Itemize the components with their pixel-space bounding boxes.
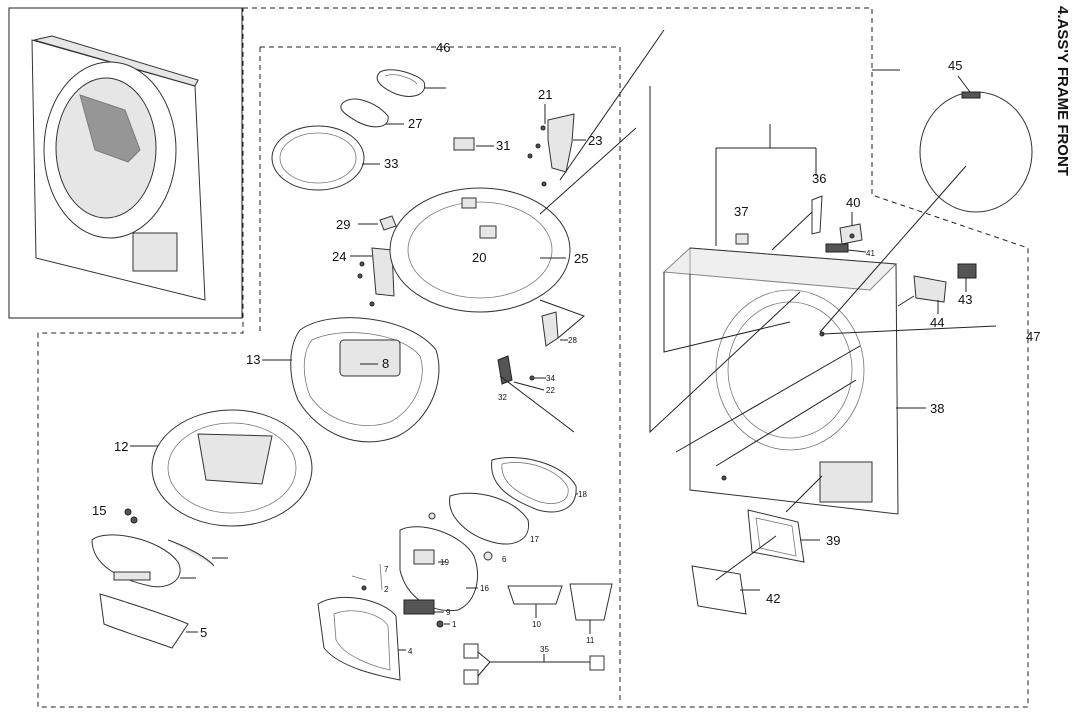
part-small-bumper	[428, 512, 436, 520]
part-27-gasket	[340, 98, 389, 128]
callout-13: 13	[246, 352, 260, 367]
callout-33: 33	[384, 156, 398, 171]
part-7-2-spring	[351, 563, 383, 591]
callout-15: 15	[92, 503, 106, 518]
callout-17: 17	[530, 535, 539, 544]
callout-18: 18	[578, 490, 587, 499]
callout-24: 24	[332, 249, 346, 264]
part-12-door-outer-ring	[151, 409, 313, 527]
part-25-door-outer-frame	[389, 187, 571, 313]
part-24-hinge-bracket	[357, 247, 395, 307]
callout-9: 9	[446, 608, 451, 617]
callout-10: 10	[532, 620, 541, 629]
part-42-filter-cover	[691, 565, 747, 615]
callout-36: 36	[812, 171, 826, 186]
callout-44: 44	[930, 315, 944, 330]
callout-1: 1	[452, 620, 457, 629]
callout-40: 40	[846, 195, 860, 210]
callout-47: 47	[1026, 329, 1040, 344]
callout-20: 20	[472, 250, 486, 265]
callout-23: 23	[588, 133, 602, 148]
callout-21: 21	[538, 87, 552, 102]
callout-16: 16	[480, 584, 489, 593]
part-35-labels	[463, 643, 605, 685]
part-4-door-panel	[317, 596, 401, 681]
callout-11: 11	[586, 636, 595, 645]
callout-31: 31	[496, 138, 510, 153]
part-16-door-inner-panel	[399, 526, 478, 612]
callout-27: 27	[408, 116, 422, 131]
callout-38: 38	[930, 401, 944, 416]
part-28-lock-cover	[541, 311, 559, 347]
part-15-screws	[124, 508, 138, 524]
callout-42: 42	[766, 591, 780, 606]
part-9-lock-holder	[403, 599, 444, 628]
part-31-hinge-cover	[453, 137, 475, 151]
callout-8: 8	[382, 356, 389, 371]
part-27-seal-ring	[376, 69, 426, 97]
callout-12: 12	[114, 439, 128, 454]
part-18-door-seal	[491, 457, 577, 513]
part-33-glass	[271, 125, 365, 191]
part-44-door-lock-switch	[913, 275, 947, 303]
part-43-connector	[957, 263, 977, 279]
part-handle-assembly	[91, 534, 215, 588]
part-17-door-glass	[449, 492, 530, 545]
callout-6: 6	[502, 555, 507, 564]
callout-7: 7	[384, 565, 389, 574]
part-23-hinge	[527, 113, 575, 187]
part-10-tray	[507, 585, 563, 605]
callout-2: 2	[384, 585, 389, 594]
callout-25: 25	[574, 251, 588, 266]
part-37-stopper	[735, 233, 749, 245]
washer-overview-thumbnail	[31, 35, 206, 301]
section-title: 4.ASS'Y FRAME FRONT	[1054, 6, 1071, 176]
callout-37: 37	[734, 204, 748, 219]
part-41-sensor-bracket	[825, 243, 849, 253]
part-45-wire-clamp	[919, 91, 1033, 213]
callout-35: 35	[540, 645, 549, 654]
callout-41: 41	[866, 249, 875, 258]
callout-19: 19	[440, 558, 449, 567]
callout-39: 39	[826, 533, 840, 548]
callout-5: 5	[200, 625, 207, 640]
callout-45: 45	[948, 58, 962, 73]
callout-22: 22	[546, 386, 555, 395]
part-29-clip	[379, 215, 397, 231]
callout-34: 34	[546, 374, 555, 383]
door-group-boundary-46	[259, 46, 621, 700]
part-11-tray	[569, 583, 613, 621]
part-13-door-inner-frame	[290, 317, 440, 443]
part-40-sensor	[839, 223, 863, 245]
callout-28: 28	[568, 336, 577, 345]
callout-43: 43	[958, 292, 972, 307]
callout-4: 4	[408, 647, 413, 656]
callout-46: 46	[436, 40, 450, 55]
callout-29: 29	[336, 217, 350, 232]
callout-32: 32	[498, 393, 507, 402]
part-6-bumper	[483, 551, 493, 561]
part-32-latch	[497, 355, 535, 385]
part-5-handle-cover	[99, 593, 189, 649]
part-38-front-frame	[662, 247, 899, 515]
part-36-bracket	[811, 195, 823, 235]
